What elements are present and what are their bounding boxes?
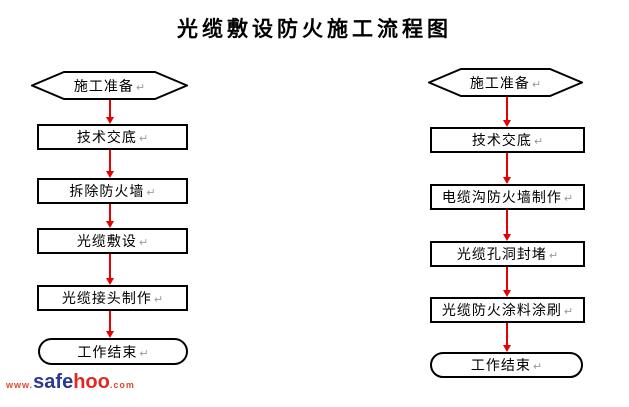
- arrow-down-icon: [106, 150, 114, 178]
- arrow-down-icon: [106, 100, 114, 124]
- node-label: 施工准备↵: [469, 74, 542, 91]
- page-title: 光缆敷设防火施工流程图: [177, 18, 452, 41]
- paragraph-mark-icon: ↵: [563, 193, 574, 205]
- node-label: 光缆防火涂料涂刷↵: [441, 302, 574, 318]
- node-label: 光缆孔洞封堵↵: [456, 246, 559, 262]
- node-label: 拆除防火墙↵: [69, 183, 156, 199]
- hexagon-shape-icon: [31, 71, 188, 100]
- paragraph-mark-icon: ↵: [139, 347, 149, 360]
- node-label: 光缆接头制作↵: [61, 290, 164, 306]
- right-node-technical-briefing: 技术交底↵: [430, 127, 585, 153]
- paragraph-mark-icon: ↵: [532, 361, 543, 373]
- hexagon-shape-icon: [428, 68, 583, 97]
- paragraph-mark-icon: ↵: [563, 306, 574, 318]
- right-node-trench-firewall: 电缆沟防火墙制作↵: [430, 184, 585, 210]
- node-label: 技术交底↵: [76, 129, 149, 145]
- left-node-cable-laying: 光缆敷设↵: [37, 228, 188, 254]
- right-node-work-finished: 工作结束↵: [430, 352, 583, 378]
- paragraph-mark-icon: ↵: [531, 78, 542, 91]
- paragraph-mark-icon: ↵: [138, 133, 149, 145]
- watermark-safe: safe: [33, 371, 74, 393]
- left-node-joint-making: 光缆接头制作↵: [37, 285, 188, 311]
- arrow-down-icon: [503, 267, 511, 297]
- left-node-technical-briefing: 技术交底↵: [37, 124, 188, 150]
- arrow-down-icon: [106, 311, 114, 338]
- arrow-down-icon: [503, 210, 511, 241]
- arrow-down-icon: [503, 153, 511, 184]
- arrow-down-icon: [503, 97, 511, 127]
- watermark-com: .com: [109, 380, 135, 390]
- paragraph-mark-icon: ↵: [153, 294, 164, 306]
- paragraph-mark-icon: ↵: [138, 237, 149, 249]
- left-node-work-finished: 工作结束↵: [38, 338, 188, 365]
- arrow-down-icon: [106, 254, 114, 285]
- left-node-preparation: 施工准备↵: [31, 71, 188, 100]
- node-label: 光缆敷设↵: [76, 233, 149, 249]
- node-label: 施工准备↵: [73, 77, 146, 94]
- right-node-hole-sealing: 光缆孔洞封堵↵: [430, 241, 585, 267]
- right-node-preparation: 施工准备↵: [428, 68, 583, 97]
- node-label: 技术交底↵: [471, 132, 544, 148]
- arrow-down-icon: [503, 323, 511, 352]
- node-label: 工作结束↵: [77, 343, 149, 360]
- paragraph-mark-icon: ↵: [146, 187, 156, 199]
- node-label: 电缆沟防火墙制作↵: [441, 189, 574, 205]
- paragraph-mark-icon: ↵: [533, 136, 544, 148]
- watermark-hoo: hoo: [73, 371, 110, 393]
- right-node-fireproof-coating: 光缆防火涂料涂刷↵: [430, 297, 585, 323]
- arrow-down-icon: [106, 204, 114, 228]
- left-node-remove-firewall: 拆除防火墙↵: [37, 178, 188, 204]
- paragraph-mark-icon: ↵: [135, 81, 146, 94]
- node-label: 工作结束↵: [470, 357, 543, 373]
- watermark-www: www.: [6, 380, 34, 390]
- paragraph-mark-icon: ↵: [548, 250, 559, 262]
